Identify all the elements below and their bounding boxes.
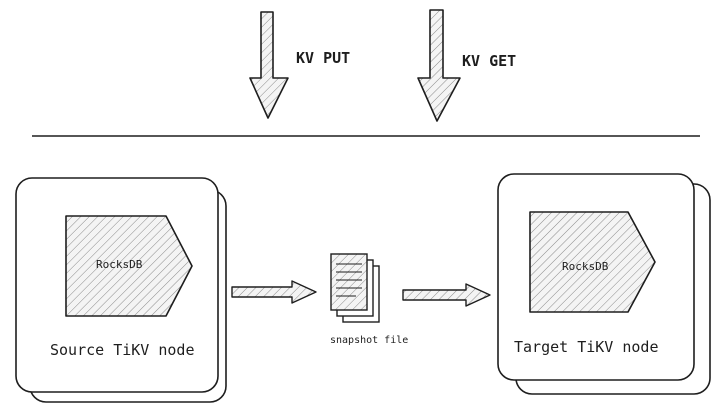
kv-get-label: KV GET — [462, 52, 516, 70]
kv-put-arrow — [249, 11, 289, 119]
target-rocksdb-label: RocksDB — [562, 260, 609, 273]
source-node-label: Source TiKV node — [50, 341, 195, 359]
kv-get-arrow — [417, 9, 461, 122]
snapshot-file-label: snapshot file — [330, 335, 408, 346]
target-rocksdb-shape — [529, 211, 656, 313]
target-node-label: Target TiKV node — [514, 338, 659, 356]
source-rocksdb-shape — [65, 215, 193, 317]
kv-put-label: KV PUT — [296, 49, 350, 67]
source-to-snapshot-arrow — [231, 280, 317, 304]
target-tikv-node: RocksDB Target TiKV node — [497, 173, 711, 395]
snapshot-file-icon — [330, 253, 380, 323]
source-tikv-node: RocksDB Source TiKV node — [15, 177, 227, 403]
snapshot-to-target-arrow — [402, 283, 491, 307]
source-rocksdb-label: RocksDB — [96, 258, 143, 271]
